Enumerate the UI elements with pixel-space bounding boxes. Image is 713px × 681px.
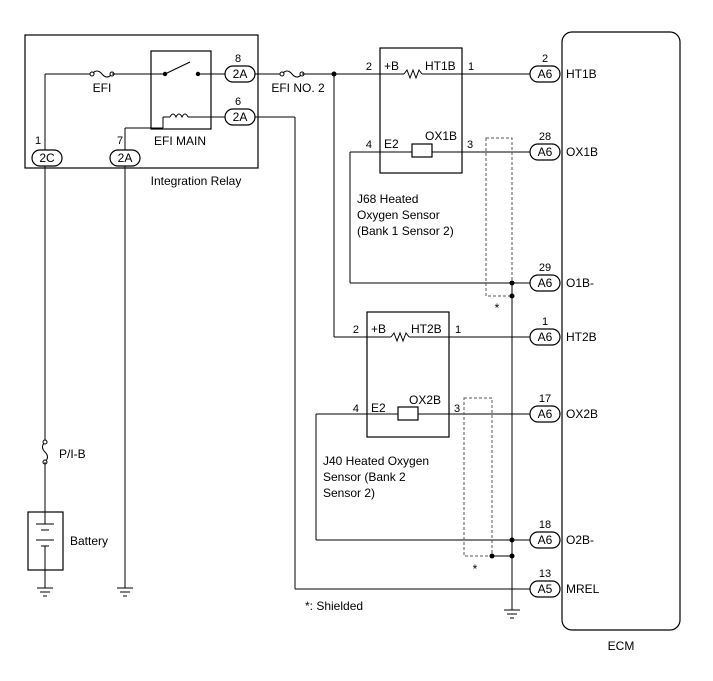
- shield-2: [463, 397, 493, 557]
- sensor1-element-icon: [411, 143, 433, 158]
- svg-text:8: 8: [235, 53, 241, 65]
- svg-text:OX1B: OX1B: [566, 145, 598, 159]
- ecm-terminal-o1b: 29 A6 O1B-: [529, 262, 594, 292]
- sensor2-ox-label: OX2B: [409, 393, 441, 407]
- sensor2-pin-e2: 4: [353, 403, 359, 415]
- sensor1-pin-b: 2: [366, 61, 372, 73]
- sensor1-ht-label: HT1B: [425, 59, 456, 73]
- svg-text:2A: 2A: [118, 151, 133, 165]
- svg-text:7: 7: [117, 135, 123, 147]
- relay-pin-7: 7 2A: [109, 135, 141, 167]
- sensor2-name-line-1: J40 Heated Oxygen: [323, 454, 429, 468]
- sensor2-e2-label: E2: [371, 401, 386, 415]
- svg-text:13: 13: [539, 568, 551, 580]
- sensor1-name-line-2: Oxygen Sensor: [357, 208, 440, 222]
- svg-text:18: 18: [539, 519, 551, 531]
- ecm-terminal-mrel: 13 A5 MREL: [529, 568, 600, 598]
- pib-fuse-label: P/I-B: [59, 447, 86, 461]
- sensor2-name-line-2: Sensor (Bank 2: [323, 470, 406, 484]
- integration-relay-box: [24, 34, 259, 169]
- relay-coil-icon: [169, 113, 189, 119]
- svg-text:2C: 2C: [39, 151, 55, 165]
- pib-fuse-icon: [42, 441, 48, 463]
- svg-text:A6: A6: [538, 276, 553, 290]
- sensor1-name-line-3: (Bank 1 Sensor 2): [357, 224, 454, 238]
- svg-text:A6: A6: [538, 67, 553, 81]
- svg-text:A5: A5: [538, 582, 553, 596]
- svg-text:OX2B: OX2B: [566, 407, 598, 421]
- svg-text:1: 1: [35, 135, 41, 147]
- svg-text:28: 28: [539, 131, 551, 143]
- efi-fuse-label: EFI: [93, 81, 112, 95]
- sensor2-ht-label: HT2B: [411, 322, 442, 336]
- svg-text:O2B-: O2B-: [566, 533, 594, 547]
- svg-text:HT1B: HT1B: [566, 67, 597, 81]
- sensor1-b-label: +B: [384, 59, 399, 73]
- shield-mark-2: *: [473, 562, 478, 576]
- svg-text:A6: A6: [538, 407, 553, 421]
- svg-text:HT2B: HT2B: [566, 330, 597, 344]
- svg-text:A6: A6: [538, 533, 553, 547]
- integration-relay-label: Integration Relay: [151, 174, 242, 188]
- ecm-terminal-ox1b: 28 A6 OX1B: [529, 131, 598, 161]
- svg-text:2: 2: [542, 53, 548, 65]
- sensor1-pin-e2: 4: [366, 139, 372, 151]
- efi-fuse-icon: [91, 70, 113, 78]
- svg-text:O1B-: O1B-: [566, 276, 594, 290]
- sensor2-pin-b: 2: [353, 324, 359, 336]
- sensor1-pin-ht: 1: [468, 61, 474, 73]
- sensor2-b-label: +B: [371, 322, 386, 336]
- ecm-terminal-ht2b: 1 A6 HT2B: [529, 316, 597, 346]
- efi-no2-fuse-icon: [281, 70, 303, 78]
- svg-text:2A: 2A: [233, 110, 248, 124]
- shield-mark-1: *: [495, 301, 500, 315]
- sensor2-pin-ht: 1: [455, 324, 461, 336]
- ground-icon-battery: [37, 587, 53, 597]
- svg-text:A6: A6: [538, 145, 553, 159]
- sensor1-pin-ox: 3: [467, 139, 473, 151]
- relay-pin-1: 1 2C: [31, 135, 63, 167]
- svg-text:6: 6: [235, 96, 241, 108]
- efi-no2-fuse-label: EFI NO. 2: [271, 81, 325, 95]
- ecm-terminal-ox2b: 17 A6 OX2B: [529, 393, 598, 423]
- ecm-label: ECM: [608, 639, 635, 653]
- battery-icon: [36, 512, 54, 570]
- sensor1-ox-label: OX1B: [425, 129, 457, 143]
- svg-text:MREL: MREL: [566, 582, 600, 596]
- shield-legend: *: Shielded: [305, 599, 363, 613]
- ecm-box: [561, 31, 681, 631]
- sensor1-e2-label: E2: [384, 137, 399, 151]
- svg-text:1: 1: [542, 316, 548, 328]
- sensor2-element-icon: [397, 406, 419, 421]
- efi-main-label: EFI MAIN: [154, 134, 206, 148]
- ground-icon-shield: [504, 609, 520, 619]
- svg-text:2A: 2A: [233, 67, 248, 81]
- sensor1-heater-icon: [403, 68, 423, 80]
- ecm-terminal-ht1b: 2 A6 HT1B: [529, 53, 597, 83]
- svg-text:17: 17: [539, 393, 551, 405]
- shield-1: [485, 137, 513, 297]
- svg-text:A6: A6: [538, 330, 553, 344]
- svg-text:29: 29: [539, 262, 551, 274]
- sensor2-heater-icon: [390, 331, 410, 343]
- battery-label: Battery: [70, 534, 108, 548]
- ecm-terminal-o2b: 18 A6 O2B-: [529, 519, 594, 549]
- ground-icon-relay: [117, 587, 133, 597]
- sensor2-name-line-3: Sensor 2): [323, 486, 375, 500]
- relay-pin-6: 6 2A: [224, 96, 256, 126]
- sensor1-name-line-1: J68 Heated: [357, 192, 418, 206]
- sensor2-pin-ox: 3: [454, 403, 460, 415]
